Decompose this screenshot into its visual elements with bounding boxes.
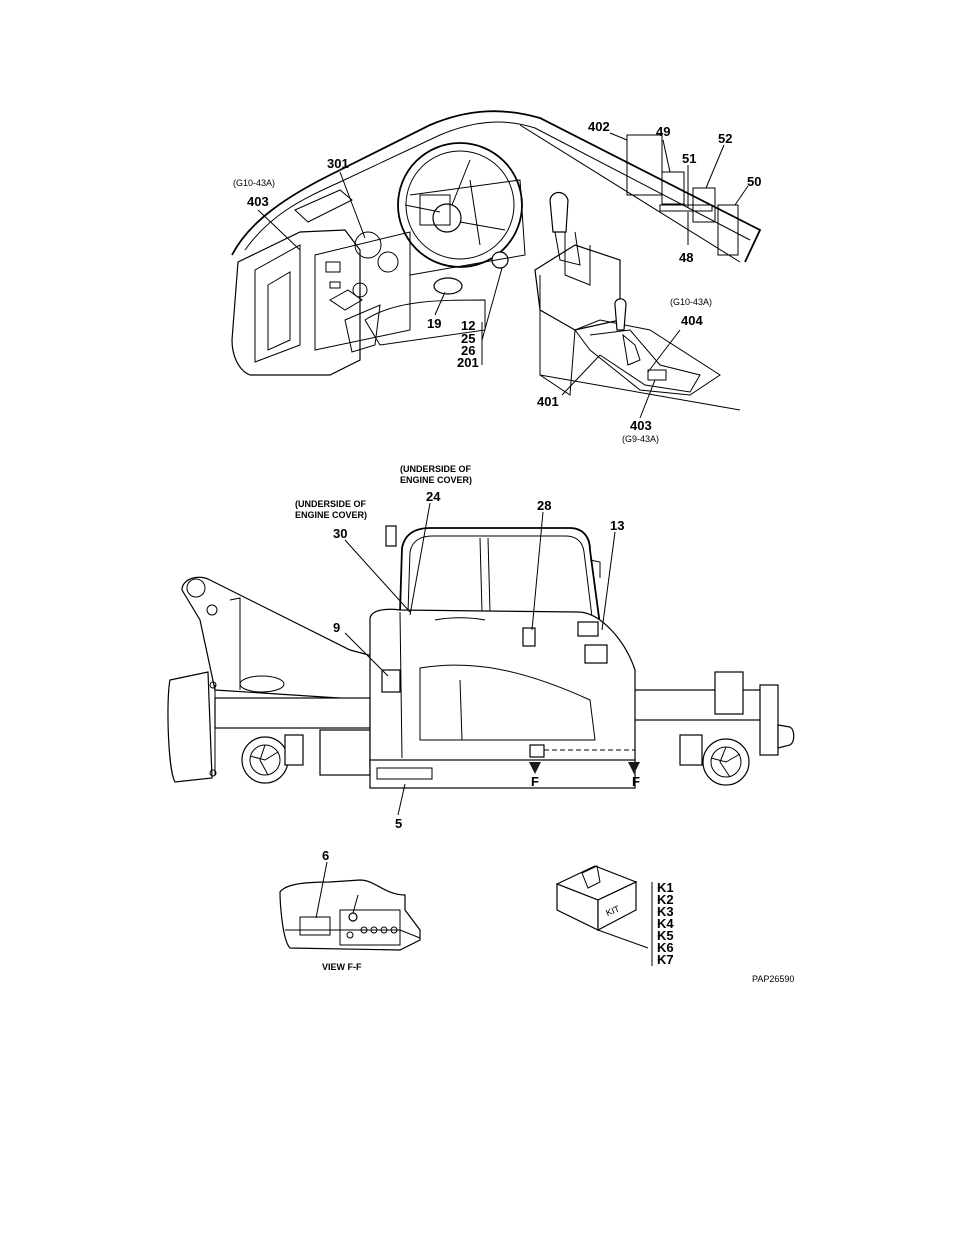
callout-403-upper: 403: [247, 194, 269, 209]
kit-box-illustration: [555, 865, 649, 949]
machine-side-view-illustration: [167, 525, 795, 789]
note-underside-engine-cover-2-line1: (UNDERSIDE OF: [295, 499, 367, 509]
kit-item: K1: [657, 880, 674, 895]
callout-403-lower: 403: [630, 418, 652, 433]
drawing-id: PAP26590: [752, 974, 794, 984]
view-label: VIEW F-F: [322, 962, 362, 972]
note-underside-engine-cover-1-line1: (UNDERSIDE OF: [400, 464, 472, 474]
callout-30: 30: [333, 526, 347, 541]
note-underside-engine-cover-2-line2: ENGINE COVER): [295, 510, 367, 520]
callout-6: 6: [322, 848, 329, 863]
callout-12: 12: [461, 318, 475, 333]
callout-9: 9: [333, 620, 340, 635]
callout-24: 24: [426, 489, 441, 504]
section-marker-f-right: F: [632, 774, 640, 789]
callout-28: 28: [537, 498, 551, 513]
callout-402: 402: [588, 119, 610, 134]
kit-item: K7: [657, 952, 674, 967]
callout-19: 19: [427, 316, 441, 331]
callout-201: 201: [457, 355, 479, 370]
callout-52: 52: [718, 131, 732, 146]
callout-5: 5: [395, 816, 402, 831]
kit-item: K2: [657, 892, 674, 907]
callout-25: 25: [461, 331, 475, 346]
kit-item: K6: [657, 940, 674, 955]
callout-26: 26: [461, 343, 475, 358]
view-f-f-illustration: [279, 879, 421, 951]
callout-301: 301: [327, 156, 349, 171]
kit-item: K3: [657, 904, 674, 919]
kit-item: K4: [657, 916, 674, 931]
kit-item-list: K1 K2 K3 K4 K5 K6 K7: [657, 880, 674, 967]
ref-g10-43a-left: (G10-43A): [233, 178, 275, 188]
section-marker-f-left: F: [531, 774, 539, 789]
callout-50: 50: [747, 174, 761, 189]
cab-dashboard-illustration: [231, 110, 762, 411]
ref-g9-43a: (G9-43A): [622, 434, 659, 444]
leader-lines-top: [257, 132, 749, 419]
callout-48: 48: [679, 250, 693, 265]
ref-g10-43a-right: (G10-43A): [670, 297, 712, 307]
leader-lines-middle: [344, 502, 616, 816]
callout-401: 401: [537, 394, 559, 409]
callout-404: 404: [681, 313, 703, 328]
kit-item: K5: [657, 928, 674, 943]
callout-13: 13: [610, 518, 624, 533]
note-underside-engine-cover-1-line2: ENGINE COVER): [400, 475, 472, 485]
callout-51: 51: [682, 151, 696, 166]
callout-49: 49: [656, 124, 670, 139]
